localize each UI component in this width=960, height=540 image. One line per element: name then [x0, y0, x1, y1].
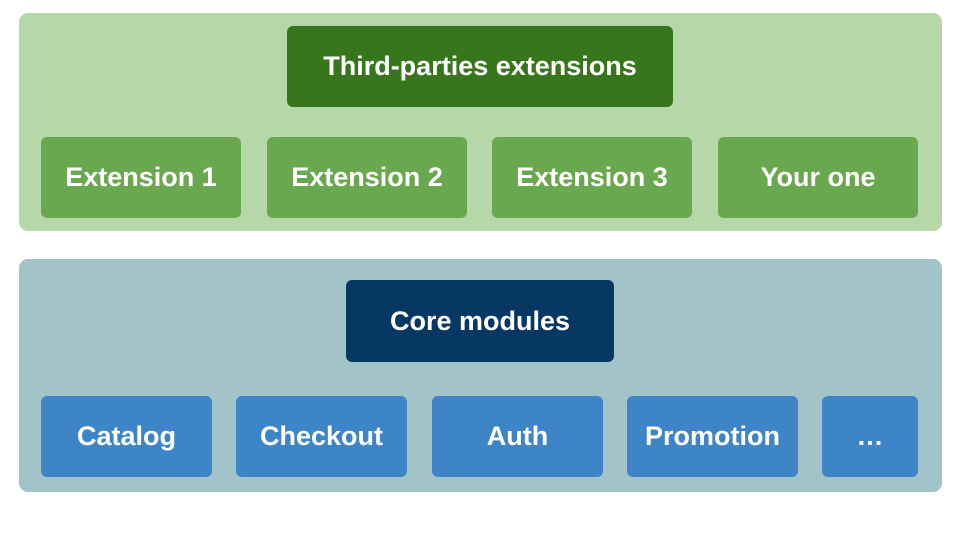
extension-box-1: Extension 1: [41, 137, 241, 218]
third-party-header: Third-parties extensions: [287, 26, 673, 107]
module-box-more: …: [822, 396, 918, 477]
module-box-catalog: Catalog: [41, 396, 212, 477]
module-box-promotion: Promotion: [627, 396, 798, 477]
module-box-auth: Auth: [432, 396, 603, 477]
extension-box-2: Extension 2: [267, 137, 467, 218]
extension-box-3: Extension 3: [492, 137, 692, 218]
core-header: Core modules: [346, 280, 614, 362]
extension-box-your-one: Your one: [718, 137, 918, 218]
module-box-checkout: Checkout: [236, 396, 407, 477]
